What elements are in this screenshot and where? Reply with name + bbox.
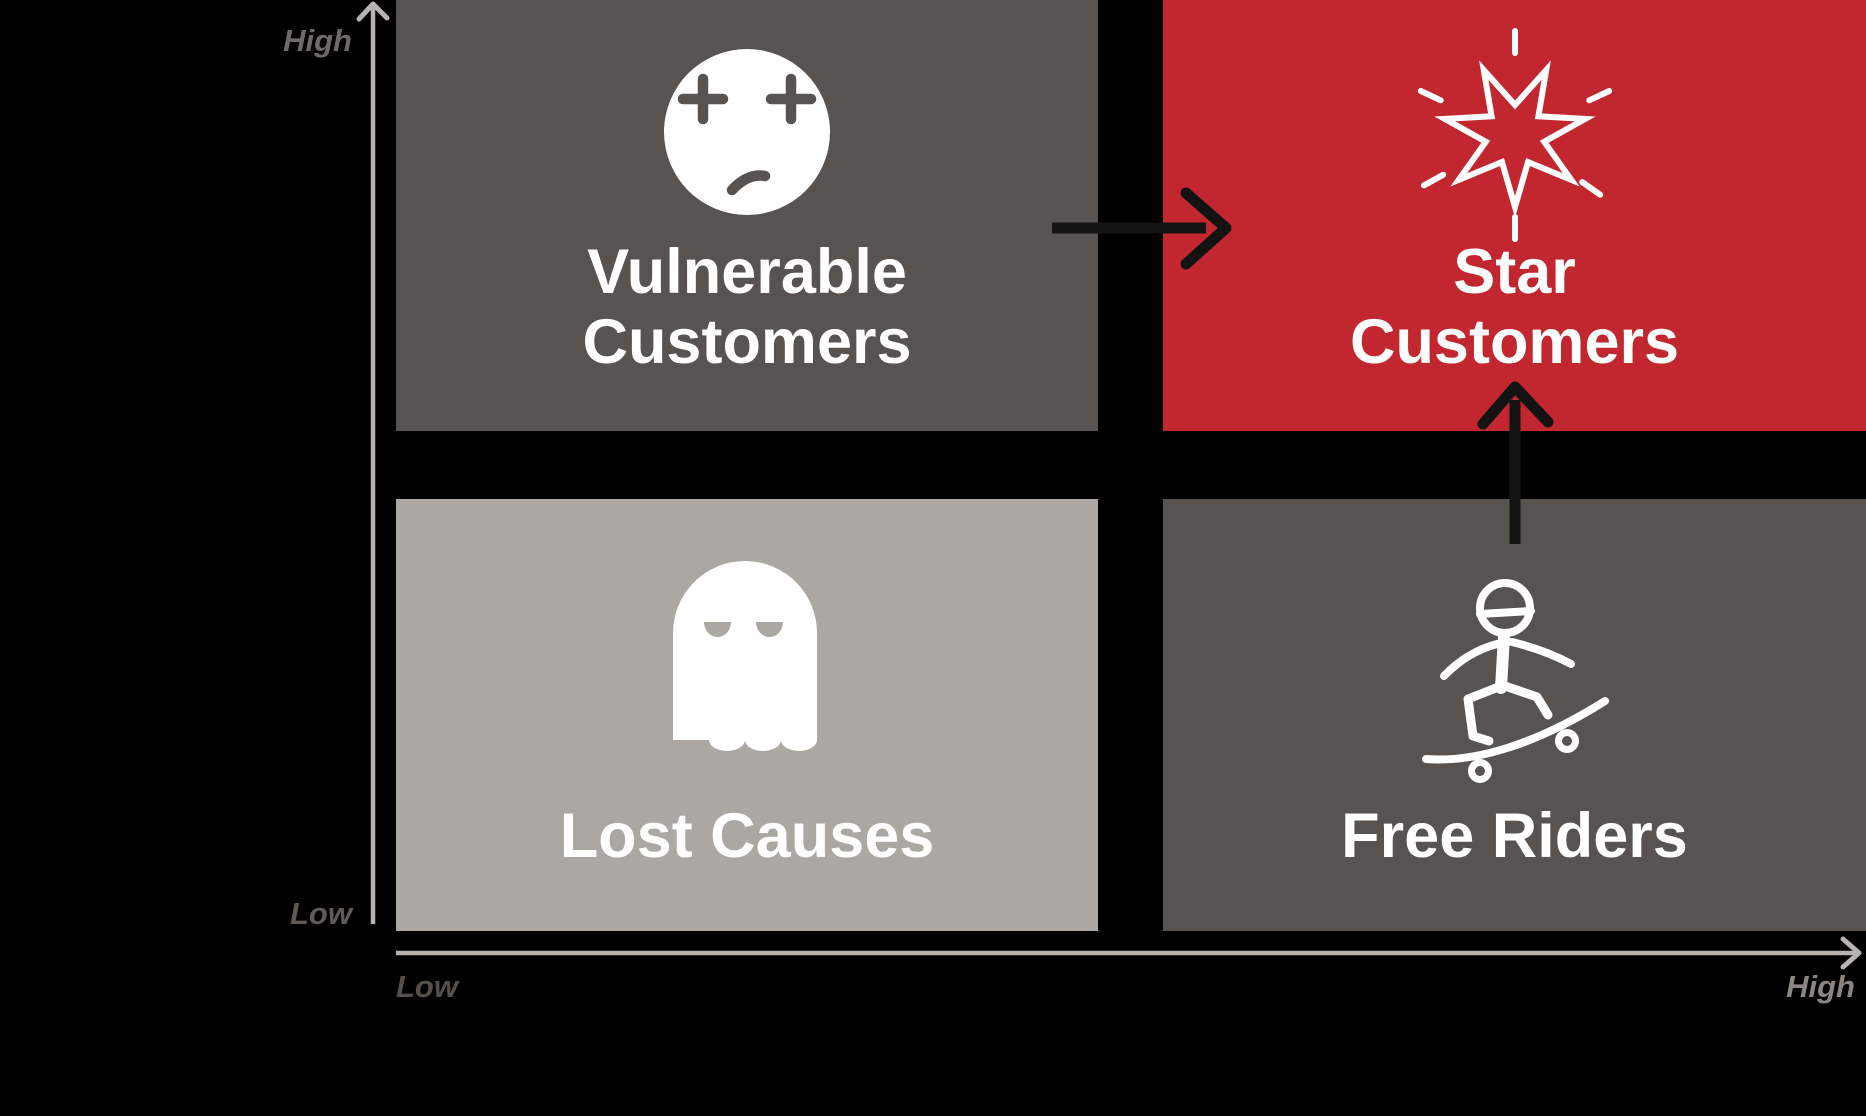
y-axis-high-label: High [283,23,352,58]
quadrant-title-free-riders: Free Riders [1163,801,1866,871]
star-burst-icon [1417,28,1613,242]
right-arrowhead-icon [1180,187,1232,270]
title-line: Vulnerable [587,237,907,307]
quadrant-vulnerable-customers: Vulnerable Customers [396,0,1098,431]
x-axis-low-label: Low [396,969,458,1004]
quadrant-star-customers: Star Customers [1163,0,1866,431]
quadrant-lost-causes: Lost Causes [396,499,1098,931]
quadrant-title-vulnerable-customers: Vulnerable Customers [396,237,1098,377]
y-axis-arrowhead-icon [356,1,390,22]
x-axis-arrowhead-icon [1840,936,1862,970]
quadrant-free-riders: Free Riders [1163,499,1866,931]
quadrant-title-star-customers: Star Customers [1163,237,1866,377]
x-axis-high-label: High [1786,969,1855,1004]
arrow-vulnerable-to-star [1052,187,1232,270]
title-line: Customers [1349,307,1680,377]
x-axis [396,936,1862,970]
y-axis-low-label: Low [290,896,352,931]
ghost-icon [673,561,817,751]
arrow-free-to-star [1477,381,1554,544]
title-line: Lost Causes [559,801,935,871]
quadrant-title-lost-causes: Lost Causes [396,801,1098,871]
y-axis [356,1,390,924]
title-line: Customers [582,307,912,377]
title-line: Star [1453,237,1576,307]
skateboarder-icon [1422,579,1609,783]
dead-face-icon [664,49,830,215]
up-arrowhead-icon [1477,381,1554,430]
title-line: Free Riders [1341,801,1688,871]
